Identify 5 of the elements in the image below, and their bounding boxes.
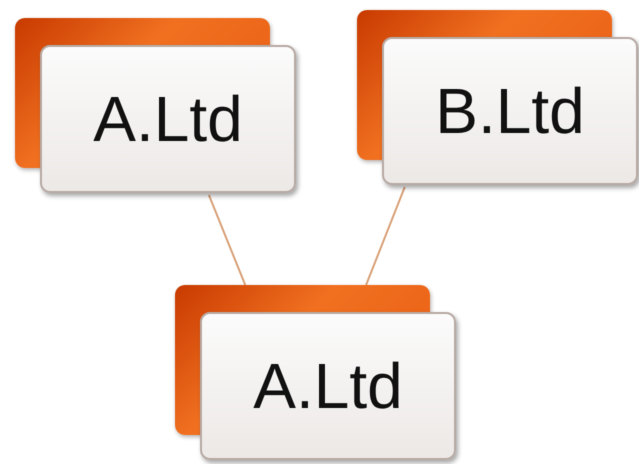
company-name: A.Ltd bbox=[253, 349, 403, 423]
company-name: A.Ltd bbox=[93, 82, 243, 156]
connector-line bbox=[208, 194, 246, 286]
company-name: B.Ltd bbox=[435, 74, 585, 148]
connector-line bbox=[365, 186, 406, 286]
